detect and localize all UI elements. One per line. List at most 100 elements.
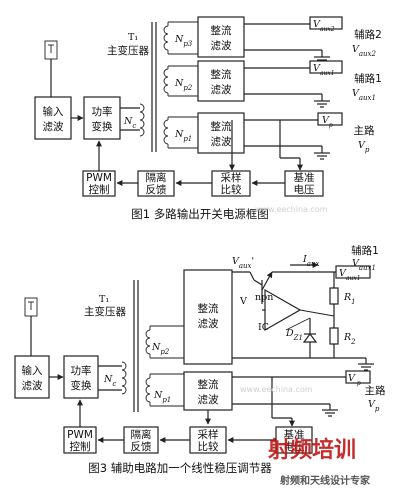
svg-text:Np2: Np2 [151,342,170,356]
svg-text:PWM: PWM [86,172,112,184]
svg-text:电压: 电压 [294,183,315,196]
svg-text:功率: 功率 [71,364,92,377]
ac-plug-icon-2 [24,297,38,356]
sampling-compare-block-3: 采样 比较 [189,426,227,454]
transformer-sub-label: 主变压器 [107,44,149,57]
svg-text:滤波: 滤波 [198,317,219,330]
svg-text:Vaux1: Vaux1 [313,63,335,77]
svg-text:Nc: Nc [103,374,116,388]
logo-subtext: 射频和天线设计专家 [279,474,371,487]
npn-label: npn [255,292,273,303]
svg-text:Np3: Np3 [174,34,193,48]
svg-text:反馈: 反馈 [131,440,152,453]
nc-label-2: N [103,374,113,385]
svg-text:基准: 基准 [284,428,305,441]
svg-text:滤波: 滤波 [211,135,232,148]
power-conversion-block: 功率 变换 [83,96,121,140]
aux2-label: 辅路2 [354,28,382,41]
zener-diode [302,333,318,343]
main-output-label: 主路 [354,124,375,137]
reference-voltage-block-3: 基准 电压 [275,426,313,454]
isolation-feedback-block: 隔离 反馈 [137,170,175,197]
svg-text:控制: 控制 [89,183,110,196]
power-conv-line2: 变换 [92,120,113,133]
np1-label-2: N [153,390,163,401]
svg-text:Vp: Vp [322,115,333,129]
svg-text:反馈: 反馈 [146,183,167,196]
svg-text:Nc: Nc [123,116,136,130]
transformer-t1-label: T₁ [128,32,138,43]
svg-text:Vaux': Vaux' [232,256,254,270]
ic-label: IC [258,322,269,333]
svg-text:变换: 变换 [71,379,92,392]
sampling-compare-block: 采样 比较 [211,170,251,197]
transformer-t1-label-2: T₁ [99,294,109,305]
svg-text:输入: 输入 [22,364,43,377]
nc-label: N [123,116,133,127]
rectifier-block-aux2: 整流 滤波 [197,16,245,58]
input-filter-block-2: 输入 滤波 [14,355,50,399]
svg-text:整流: 整流 [211,68,232,81]
vp-terminal-3 [345,370,371,384]
svg-text:隔离: 隔离 [146,171,167,184]
vp-terminal [317,112,343,126]
svg-text:采样: 采样 [198,428,219,441]
pwm-control-block: PWM 控制 [82,170,116,197]
svg-text:Vaux1: Vaux1 [352,88,376,102]
svg-text:比较: 比较 [221,183,242,196]
svg-text:T₁: T₁ [99,294,109,305]
pwm-control-block-3: PWM 控制 [63,426,97,454]
svg-text:采样: 采样 [221,171,242,184]
svg-text:V-p: V-p [348,373,361,387]
faint-watermark-2: www.eechina.com [240,385,313,394]
isolation-feedback-block-3: 隔离 反馈 [123,426,159,454]
svg-text:基准: 基准 [294,171,315,184]
logo-text: 射频培训 [267,437,356,463]
ac-plug-icon [44,40,58,97]
resistor-r1 [329,287,339,305]
primary-winding [139,103,145,137]
svg-text:Vaux2: Vaux2 [313,19,335,33]
transformer-sub-label-2: 主变压器 [84,305,126,318]
main-output-label-3: 主路 [365,384,386,397]
svg-text:电压: 电压 [284,440,305,453]
np2-label: N [174,78,184,89]
figure-3: 输入 滤波 功率 变换 Nc T₁ 主变压器 Np2 整流 滤波 Vaux' [14,244,386,475]
svg-text:Vaux1: Vaux1 [339,268,361,282]
svg-text:Vp: Vp [368,399,380,413]
np1-label: N [174,129,184,140]
rectifier-block-main: 整流 滤波 [197,112,245,154]
svg-text:控制: 控制 [70,440,91,453]
vaux2-terminal [309,16,343,30]
rectifier-block-main-3: 整流 滤波 [183,371,233,411]
reference-voltage-block: 基准 电压 [284,170,324,197]
svg-text:Np1: Np1 [174,129,192,143]
svg-text:R2: R2 [343,332,356,346]
svg-text:滤波: 滤波 [211,83,232,96]
svg-text:隔离: 隔离 [131,428,152,441]
input-filter-line1: 输入 [43,105,64,118]
figure3-caption: 图3 辅助电路加一个线性稳压调节器 [88,461,272,475]
power-conv-line1: 功率 [92,105,113,118]
input-filter-line2: 滤波 [43,120,64,133]
rectifier-block-aux-3: 整流 滤波 [183,269,233,365]
svg-text:PWM: PWM [67,429,93,441]
vaux1-terminal [309,60,343,74]
svg-text:Iaux: Iaux [302,254,319,268]
figure-1: 输入 滤波 功率 变换 Nc T₁ 主变压器 Np3 整流 滤波 [34,16,382,221]
svg-text:R1: R1 [343,292,356,306]
svg-text:滤波: 滤波 [211,39,232,52]
svg-text:Vaux1: Vaux1 [352,258,376,272]
np2-label-2: N [151,342,161,353]
rectifier-block-aux1: 整流 滤波 [197,60,245,102]
figure1-caption: 图1 多路输出开关电源框图 [131,207,268,221]
svg-text:DZ1: DZ1 [285,328,303,342]
transistor-v-label: V [239,296,247,307]
vaux-prime-label: V [232,256,240,267]
site-logo-watermark: 射频培训 射频和天线设计专家 [267,437,371,487]
faint-watermark-1: www.eechina.com [255,205,328,214]
resistor-r2 [329,327,339,345]
aux1-label: 辅路1 [354,72,382,85]
svg-text:滤波: 滤波 [22,379,43,392]
